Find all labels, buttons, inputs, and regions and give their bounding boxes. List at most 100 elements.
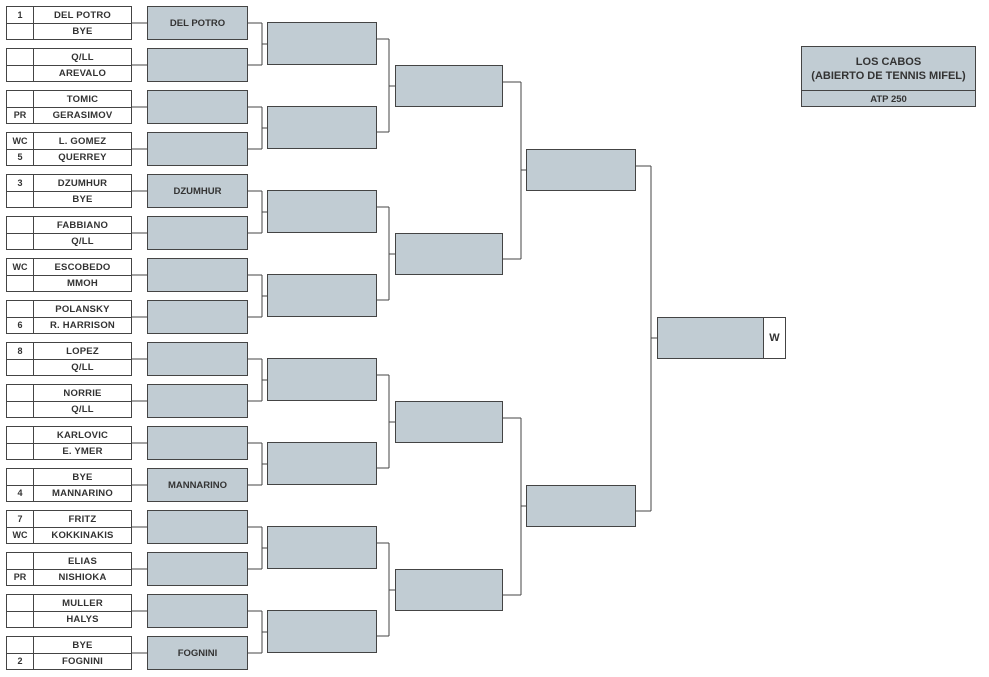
player-seed bbox=[7, 611, 34, 627]
player-name: MANNARINO bbox=[52, 487, 113, 499]
player-seed bbox=[7, 427, 34, 443]
round2-slot bbox=[147, 594, 248, 628]
round2-slot: FOGNINI bbox=[147, 636, 248, 670]
player-row: MULLER bbox=[7, 595, 131, 612]
player-name: ELIAS bbox=[68, 555, 97, 567]
player-seed bbox=[7, 595, 34, 611]
player-row: WC L. GOMEZ bbox=[7, 133, 131, 150]
round2-slot: MANNARINO bbox=[147, 468, 248, 502]
player-seed: 2 bbox=[7, 653, 34, 669]
tournament-info-box: LOS CABOS (ABIERTO DE TENNIS MIFEL) ATP … bbox=[801, 46, 976, 107]
player-name: BYE bbox=[72, 25, 93, 37]
player-row: E. YMER bbox=[7, 443, 131, 459]
player-name: NORRIE bbox=[63, 387, 102, 399]
player-seed bbox=[7, 385, 34, 401]
round2-slot bbox=[147, 48, 248, 82]
player-row: HALYS bbox=[7, 611, 131, 627]
player-seed bbox=[7, 359, 34, 375]
round2-slot bbox=[147, 384, 248, 418]
player-seed: 6 bbox=[7, 317, 34, 333]
player-row: Q/LL bbox=[7, 49, 131, 66]
player-row: KARLOVIC bbox=[7, 427, 131, 444]
player-seed bbox=[7, 275, 34, 291]
finalist-slot bbox=[526, 149, 636, 191]
quarterfinal-slot bbox=[267, 274, 377, 317]
player-seed bbox=[7, 469, 34, 485]
player-row: MMOH bbox=[7, 275, 131, 291]
semifinal-slot bbox=[395, 569, 503, 611]
player-name: HALYS bbox=[66, 613, 99, 625]
round2-slot bbox=[147, 426, 248, 460]
player-seed: 7 bbox=[7, 511, 34, 527]
player-name: DZUMHUR bbox=[57, 177, 108, 189]
player-row: BYE bbox=[7, 637, 131, 654]
player-row: POLANSKY bbox=[7, 301, 131, 318]
player-seed: 4 bbox=[7, 485, 34, 501]
winner-label: W bbox=[763, 317, 786, 359]
player-name: KOKKINAKIS bbox=[51, 529, 114, 541]
player-row: BYE bbox=[7, 469, 131, 486]
player-row: ELIAS bbox=[7, 553, 131, 570]
tournament-title-line2: (ABIERTO DE TENNIS MIFEL) bbox=[811, 69, 966, 82]
first-round-match: FABBIANO Q/LL bbox=[6, 216, 132, 250]
player-seed bbox=[7, 233, 34, 249]
player-row: Q/LL bbox=[7, 359, 131, 375]
round2-slot bbox=[147, 342, 248, 376]
player-name: FOGNINI bbox=[62, 655, 103, 667]
player-name: DEL POTRO bbox=[53, 9, 112, 21]
player-seed bbox=[7, 91, 34, 107]
player-name: Q/LL bbox=[71, 403, 94, 415]
player-seed bbox=[7, 23, 34, 39]
quarterfinal-slot bbox=[267, 22, 377, 65]
player-row: 4 MANNARINO bbox=[7, 485, 131, 501]
final-winner-box bbox=[657, 317, 764, 359]
player-seed bbox=[7, 217, 34, 233]
round2-slot bbox=[147, 552, 248, 586]
player-name: FABBIANO bbox=[56, 219, 109, 231]
player-name: Q/LL bbox=[71, 51, 94, 63]
player-row: WC KOKKINAKIS bbox=[7, 527, 131, 543]
quarterfinal-slot bbox=[267, 526, 377, 569]
player-seed: WC bbox=[7, 133, 34, 149]
quarterfinal-slot bbox=[267, 106, 377, 149]
player-seed: WC bbox=[7, 259, 34, 275]
quarterfinal-slot bbox=[267, 190, 377, 233]
player-seed: WC bbox=[7, 527, 34, 543]
player-seed bbox=[7, 65, 34, 81]
player-seed bbox=[7, 401, 34, 417]
player-name: L. GOMEZ bbox=[58, 135, 107, 147]
player-name: Q/LL bbox=[71, 361, 94, 373]
player-row: TOMIC bbox=[7, 91, 131, 108]
player-name: Q/LL bbox=[71, 235, 94, 247]
player-name: R. HARRISON bbox=[49, 319, 115, 331]
tournament-category: ATP 250 bbox=[870, 93, 907, 105]
semifinal-slot bbox=[395, 401, 503, 443]
first-round-match: NORRIE Q/LL bbox=[6, 384, 132, 418]
player-seed: 5 bbox=[7, 149, 34, 165]
player-seed bbox=[7, 49, 34, 65]
player-seed: 8 bbox=[7, 343, 34, 359]
round2-slot: DEL POTRO bbox=[147, 6, 248, 40]
player-seed: PR bbox=[7, 107, 34, 123]
player-seed bbox=[7, 301, 34, 317]
tournament-title: LOS CABOS (ABIERTO DE TENNIS MIFEL) bbox=[802, 47, 975, 91]
quarterfinal-slot bbox=[267, 610, 377, 653]
player-row: FABBIANO bbox=[7, 217, 131, 234]
player-name: BYE bbox=[72, 471, 93, 483]
round2-slot bbox=[147, 132, 248, 166]
round2-slot bbox=[147, 300, 248, 334]
